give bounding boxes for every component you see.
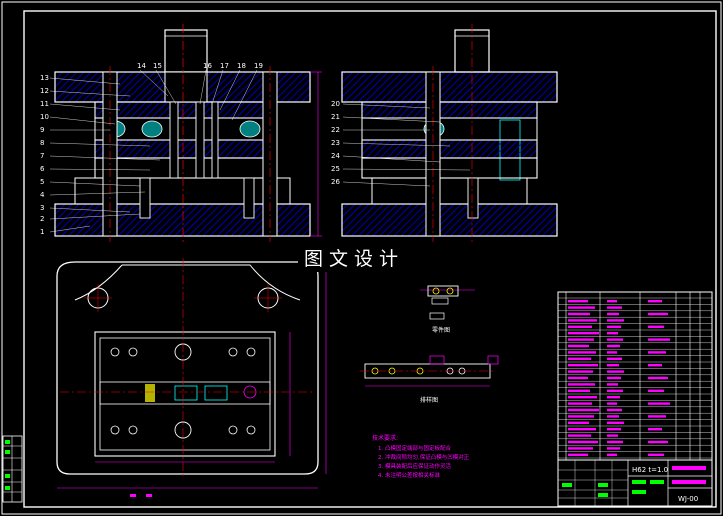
callout-10: 10	[40, 113, 49, 121]
side-view-callouts: 20 21 22 23 24 25 26	[331, 100, 471, 187]
callout-2: 2	[40, 215, 44, 223]
callout-8: 8	[40, 139, 44, 147]
tech-req-item-1: 1. 凸模固定端部与固定板配合	[378, 444, 451, 452]
callout-17: 17	[220, 62, 229, 70]
callout-9: 9	[40, 126, 44, 134]
front-view-callouts: 13 12 11 10 9 8 7 6 5 4 3 2 1 14 15 16 1…	[40, 62, 263, 236]
title-block: H62 t=1.0 WJ-00	[557, 459, 713, 507]
callout-6: 6	[40, 165, 45, 173]
workpiece-label: 零件图	[432, 326, 450, 334]
callout-16: 16	[203, 62, 212, 70]
callout-4: 4	[40, 191, 45, 199]
watermark-text: 图文设计	[298, 246, 411, 272]
plan-view	[56, 258, 327, 497]
callout-3: 3	[40, 204, 44, 212]
callout-13: 13	[40, 74, 49, 82]
callout-11: 11	[40, 100, 49, 108]
tech-requirements: 技术要求: 1. 凸模固定端部与固定板配合 2. 冲裁间隙均匀,保证凸模与凹模对…	[372, 434, 470, 479]
material-spec: H62 t=1.0	[632, 466, 668, 474]
callout-15: 15	[153, 62, 162, 70]
callout-18: 18	[237, 62, 246, 70]
callout-7: 7	[40, 152, 44, 160]
tech-req-title: 技术要求:	[372, 434, 398, 442]
callout-12: 12	[40, 87, 49, 95]
callout-19: 19	[254, 62, 263, 70]
callout-14: 14	[137, 62, 146, 70]
callout-22: 22	[331, 126, 340, 134]
callout-25: 25	[331, 165, 340, 173]
tech-req-item-3: 3. 模具装配后应保证动作灵活	[378, 462, 451, 470]
callout-5: 5	[40, 178, 44, 186]
workpiece-view: 零件图	[420, 285, 475, 334]
side-section-view	[341, 24, 558, 242]
callout-23: 23	[331, 139, 340, 147]
parts-list-table	[557, 291, 713, 461]
binding-margin-table	[2, 435, 23, 503]
callout-21: 21	[331, 113, 340, 121]
drawing-number: WJ-00	[678, 495, 698, 503]
strip-layout-label: 排样图	[420, 396, 438, 404]
callout-1: 1	[40, 228, 44, 236]
front-section-view	[54, 24, 322, 242]
callout-24: 24	[331, 152, 340, 160]
tech-req-item-2: 2. 冲裁间隙均匀,保证凸模与凹模对正	[378, 453, 470, 461]
callout-20: 20	[331, 100, 340, 108]
callout-26: 26	[331, 178, 340, 186]
strip-layout-view: 排样图	[360, 355, 499, 404]
tech-req-item-4: 4. 未注明公差按相关标准	[378, 471, 440, 479]
